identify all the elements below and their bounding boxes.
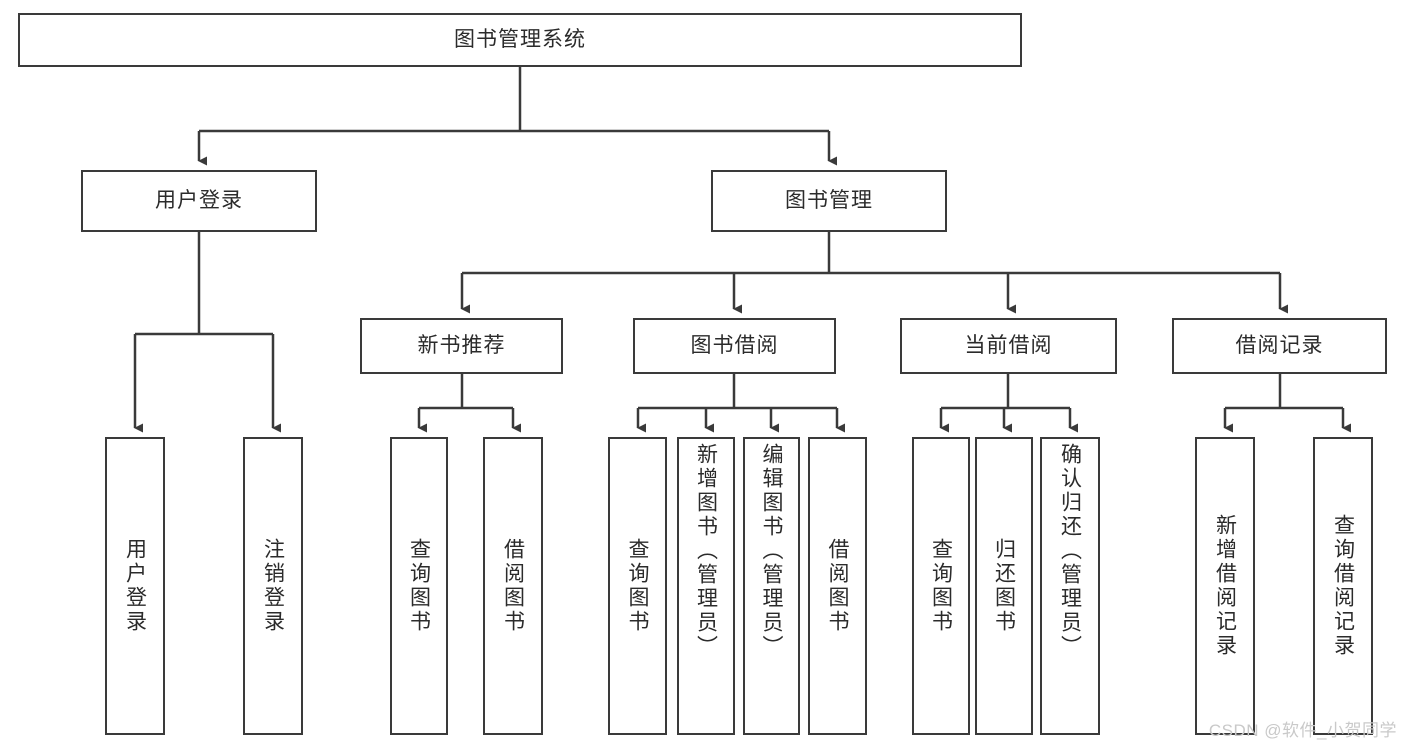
node-label: 查询图书 (407, 538, 431, 634)
node-label: 当前借阅 (964, 334, 1053, 358)
node-label: 借阅图书 (501, 538, 525, 634)
node-label: 新书推荐 (417, 334, 506, 358)
node-book-management-system[interactable]: 图书管理系统 (18, 13, 1022, 67)
csdn-watermark: CSDN @软件_小贺同学 (1208, 721, 1397, 740)
node-logout[interactable]: 注销登录 (243, 437, 303, 735)
node-borrow-book[interactable]: 借阅图书 (483, 437, 543, 735)
node-borrow-records[interactable]: 借阅记录 (1172, 318, 1387, 374)
node-label: 查询图书 (626, 538, 649, 634)
node-book-management[interactable]: 图书管理 (711, 170, 947, 232)
node-label: 图书管理系统 (454, 28, 586, 52)
node-label: 编辑图书（管理员） (760, 443, 783, 659)
node-edit-book-admin[interactable]: 编辑图书（管理员） (743, 437, 800, 735)
node-label: 新增图书（管理员） (694, 443, 718, 659)
node-label: 归还图书 (992, 538, 1016, 634)
node-query-book[interactable]: 查询图书 (912, 437, 970, 735)
node-book-borrowing[interactable]: 图书借阅 (633, 318, 836, 374)
node-confirm-return-admin[interactable]: 确认归还（管理员） (1040, 437, 1100, 735)
node-query-book[interactable]: 查询图书 (608, 437, 667, 735)
node-label: 用户登录 (155, 189, 243, 213)
node-borrow-book[interactable]: 借阅图书 (808, 437, 867, 735)
node-new-book-recommendation[interactable]: 新书推荐 (360, 318, 563, 374)
node-user-login[interactable]: 用户登录 (105, 437, 165, 735)
node-query-book[interactable]: 查询图书 (390, 437, 448, 735)
node-label: 注销登录 (261, 538, 285, 634)
node-label: 图书管理 (785, 189, 873, 213)
node-label: 查询图书 (929, 538, 953, 634)
node-label: 用户登录 (123, 538, 147, 634)
node-add-borrow-record[interactable]: 新增借阅记录 (1195, 437, 1255, 735)
node-label: 借阅图书 (826, 538, 849, 634)
node-label: 查询借阅记录 (1331, 514, 1355, 658)
node-return-book[interactable]: 归还图书 (975, 437, 1033, 735)
node-label: 确认归还（管理员） (1058, 443, 1082, 659)
node-current-borrowing[interactable]: 当前借阅 (900, 318, 1117, 374)
node-label: 借阅记录 (1235, 334, 1324, 358)
node-label: 新增借阅记录 (1213, 514, 1237, 658)
node-user-login[interactable]: 用户登录 (81, 170, 317, 232)
node-label: 图书借阅 (690, 334, 779, 358)
node-add-book-admin[interactable]: 新增图书（管理员） (677, 437, 735, 735)
node-query-borrow-record[interactable]: 查询借阅记录 (1313, 437, 1373, 735)
